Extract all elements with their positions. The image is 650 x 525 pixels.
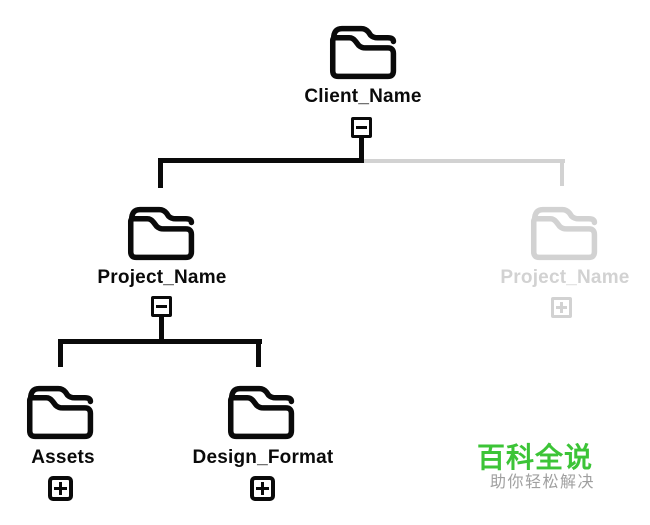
watermark-title: 百科全说 — [477, 442, 594, 473]
node-label-design-format: Design_Format — [192, 447, 334, 468]
folder-icon — [127, 206, 195, 261]
node-label-project-disabled: Project_Name — [500, 267, 630, 288]
tree-node-design-format — [227, 384, 297, 441]
collapse-toggle-client[interactable] — [351, 117, 372, 138]
minus-icon — [356, 125, 367, 130]
expand-toggle-design-format[interactable] — [250, 476, 275, 501]
connector-l1-horizontal-right — [364, 159, 565, 163]
connector-l2-drop-left — [58, 339, 63, 367]
folder-icon — [227, 385, 295, 440]
node-label-client: Client_Name — [304, 86, 422, 107]
connector-l2-drop-right — [256, 339, 261, 367]
tree-node-project-active — [127, 205, 197, 262]
folder-icon — [329, 25, 397, 80]
node-label-project-active: Project_Name — [97, 267, 227, 288]
plus-icon — [260, 482, 265, 495]
connector-l1-drop-right — [560, 159, 564, 186]
folder-icon — [26, 385, 94, 440]
connector-project-stem — [159, 315, 164, 342]
collapse-toggle-project[interactable] — [151, 296, 172, 317]
plus-icon — [58, 482, 63, 495]
node-label-assets: Assets — [31, 447, 95, 468]
expand-toggle-assets[interactable] — [48, 476, 73, 501]
watermark-subtitle: 助你轻松解决 — [490, 474, 596, 491]
plus-icon — [560, 302, 563, 313]
tree-node-project-disabled — [530, 205, 600, 262]
expand-toggle-project-disabled[interactable] — [551, 297, 572, 318]
minus-icon — [156, 304, 167, 309]
tree-node-client — [329, 24, 399, 81]
connector-l1-horizontal-left — [158, 158, 364, 163]
connector-l2-horizontal — [58, 339, 262, 344]
tree-node-assets — [26, 384, 96, 441]
folder-icon — [530, 206, 598, 261]
connector-l1-drop-left — [158, 158, 163, 188]
connector-root-stem — [359, 136, 364, 162]
